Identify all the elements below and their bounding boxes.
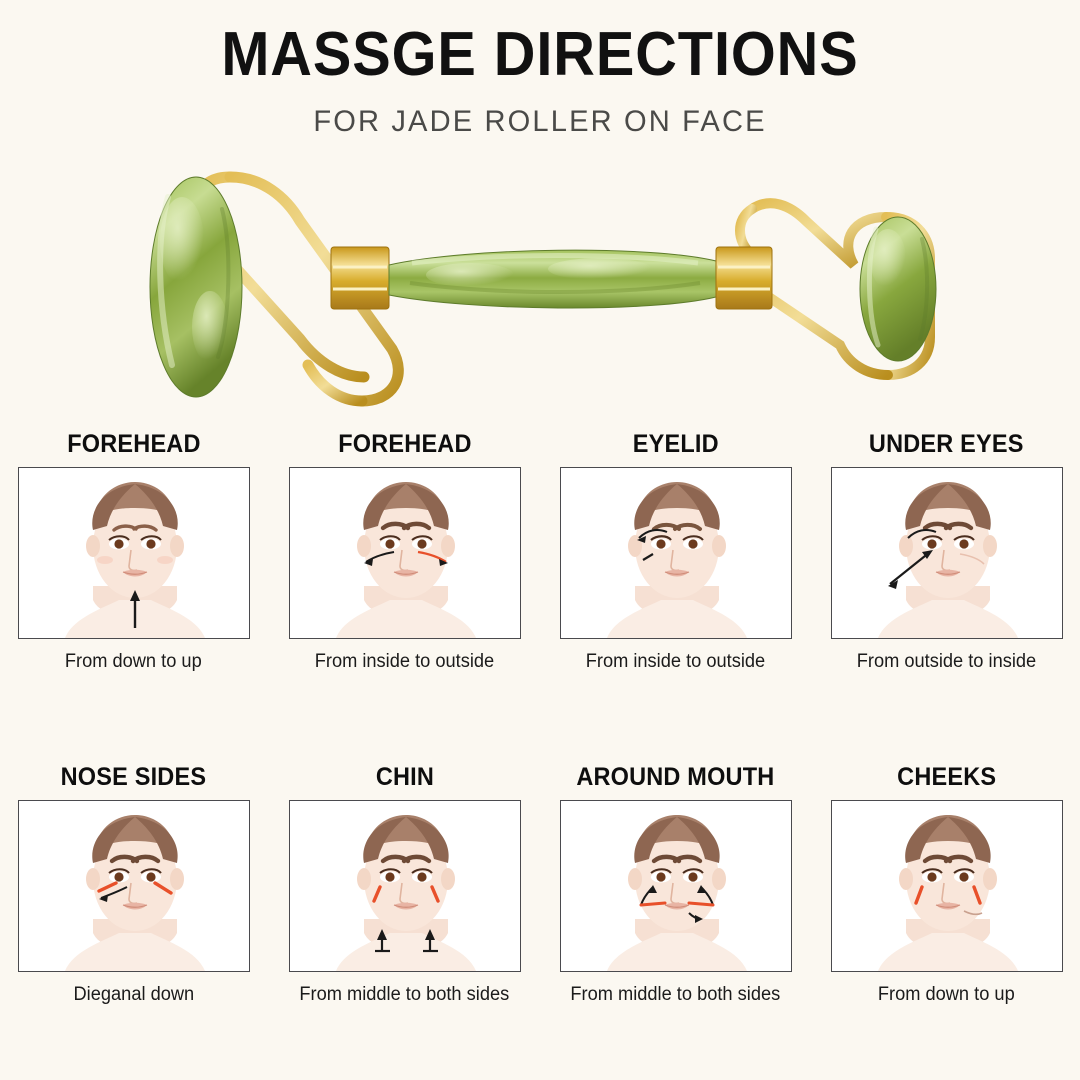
direction-arrows-jawline [371, 885, 440, 953]
direction-arrow-eyelid [636, 529, 667, 561]
card-caption: From middle to both sides [299, 984, 510, 1005]
jade-roller-illustration [0, 149, 1080, 411]
large-jade-roller-head [149, 176, 243, 398]
card-title: EYELID [632, 430, 719, 458]
small-jade-roller-head [859, 216, 937, 362]
card-around-mouth[interactable]: AROUND MOUTH [559, 763, 792, 1006]
card-illustration-frame [830, 467, 1063, 639]
card-eyelid[interactable]: EYELID [559, 430, 792, 673]
face-base [64, 815, 205, 971]
card-caption: From down to up [65, 651, 202, 672]
card-caption: From inside to outside [585, 651, 766, 672]
right-gold-ferrule [715, 246, 773, 310]
card-title: FOREHEAD [337, 430, 472, 458]
face-base [335, 815, 476, 971]
card-title: CHEEKS [896, 763, 997, 791]
card-caption: From inside to outside [314, 651, 495, 672]
card-title: NOSE SIDES [60, 763, 207, 791]
face-base [606, 482, 747, 638]
left-gold-ferrule [330, 246, 390, 310]
direction-arrows-mouth-corners [639, 885, 714, 923]
card-illustration-frame [559, 467, 792, 639]
card-caption: From down to up [878, 984, 1015, 1005]
face-base [606, 815, 747, 971]
card-row-2: NOSE SIDES [0, 763, 1080, 1006]
card-cheeks[interactable]: CHEEKS [830, 763, 1063, 1006]
face-diagram-cheeks [877, 815, 1018, 971]
card-caption: From middle to both sides [570, 984, 781, 1005]
face-diagram-neck-up [64, 482, 205, 638]
card-illustration-frame [17, 467, 250, 639]
face-diagram-cheek-outward [335, 482, 476, 638]
page-subtitle: FOR JADE ROLLER ON FACE [313, 105, 767, 139]
face-base [877, 815, 1018, 971]
card-title: UNDER EYES [869, 430, 1024, 458]
card-illustration-frame [288, 467, 521, 639]
card-forehead-1[interactable]: FOREHEAD [17, 430, 250, 673]
page-title: MASSGE DIRECTIONS [221, 20, 859, 89]
direction-arrow-diagonal-inward [887, 529, 936, 589]
jade-handle [388, 249, 717, 309]
direction-marks-cheeks-up [913, 885, 982, 905]
card-illustration-frame [830, 800, 1063, 972]
face-diagram-under-eyes [877, 482, 1018, 638]
card-caption: From outside to inside [856, 651, 1037, 672]
card-title: FOREHEAD [66, 430, 201, 458]
face-base [64, 482, 205, 638]
card-nose-sides[interactable]: NOSE SIDES [17, 763, 250, 1006]
card-illustration-frame [559, 800, 792, 972]
face-base [877, 482, 1018, 638]
jade-roller-graphic [149, 171, 937, 407]
card-chin[interactable]: CHIN [288, 763, 521, 1006]
card-title: AROUND MOUTH [576, 763, 775, 791]
card-row-1: FOREHEAD [0, 430, 1080, 673]
header: MASSGE DIRECTIONS FOR JADE ROLLER ON FAC… [0, 0, 1080, 139]
face-diagram-eyelid [606, 482, 747, 638]
direction-arrows-nose-diagonal [96, 881, 173, 902]
card-illustration-frame [288, 800, 521, 972]
card-under-eyes[interactable]: UNDER EYES [830, 430, 1063, 673]
card-caption: Dieganal down [73, 984, 194, 1005]
face-diagram-chin [335, 815, 476, 971]
face-base [335, 482, 476, 638]
direction-card-grid: FOREHEAD [0, 430, 1080, 1006]
card-illustration-frame [17, 800, 250, 972]
card-forehead-2[interactable]: FOREHEAD [288, 430, 521, 673]
card-title: CHIN [375, 763, 434, 791]
face-diagram-around-mouth [606, 815, 747, 971]
direction-arrows-outward [363, 550, 448, 566]
face-diagram-nose-sides [64, 815, 205, 971]
direction-arrow-up [129, 590, 140, 628]
